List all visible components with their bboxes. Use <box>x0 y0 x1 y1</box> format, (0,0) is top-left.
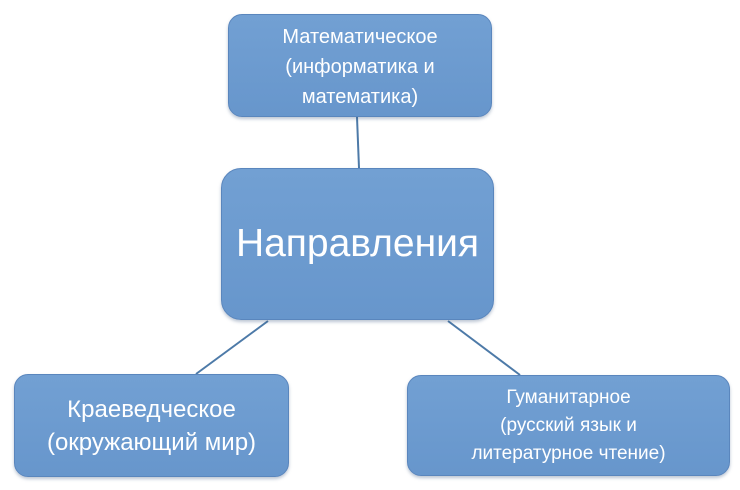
connector-top <box>356 116 360 169</box>
node-directions: Направления <box>221 168 494 320</box>
node-humanities-label: Гуманитарное (русский язык и литературно… <box>471 386 666 464</box>
connector-right <box>447 320 521 376</box>
node-local-history: Краеведческое (окружающий мир) <box>14 374 289 477</box>
node-humanities: Гуманитарное (русский язык и литературно… <box>407 375 730 476</box>
node-mathematical: Математическое (информатика и математика… <box>228 14 492 117</box>
node-directions-label: Направления <box>235 222 480 265</box>
node-local-history-label: Краеведческое (окружающий мир) <box>46 395 257 456</box>
connector-left <box>195 320 269 375</box>
node-mathematical-label: Математическое (информатика и математика… <box>282 25 438 108</box>
